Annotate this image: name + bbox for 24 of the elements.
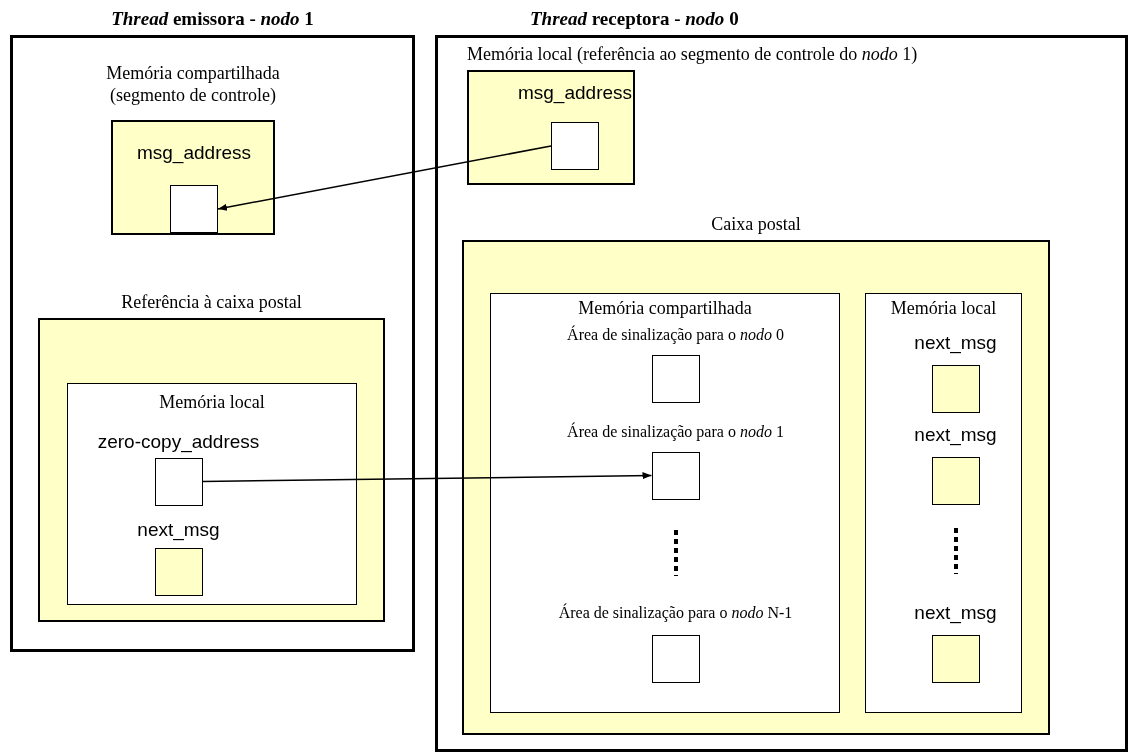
cell-label: msg_address (136, 141, 252, 165)
region-title: Memória local (159, 391, 265, 414)
memory-region (865, 293, 1022, 713)
cell-label: next_msg (914, 602, 997, 625)
region-title: Memória local (890, 297, 997, 320)
region-title: Memória compartilhada (segmento de controle) (105, 63, 281, 107)
cell-label: Área de sinalização para o nodo 1 (567, 422, 784, 442)
cell-label: next_msg (914, 332, 997, 355)
region-title: Thread emissora - nodo 1 (111, 8, 314, 31)
arrow (201, 472, 653, 483)
arrow (217, 145, 552, 211)
cell-label: Área de sinalização para o nodo N-1 (558, 603, 793, 623)
cell-label: Área de sinalização para o nodo 0 (567, 325, 784, 345)
memory-region (490, 293, 840, 713)
cell-label: msg_address (517, 81, 633, 105)
region-title: Thread receptora - nodo 0 (530, 8, 739, 31)
cell-label: zero-copy_address (97, 431, 260, 454)
cell-label: next_msg (914, 424, 997, 447)
region-title: Memória local (referência ao segmento de controle do nodo 1) (467, 44, 918, 66)
region-title: Caixa postal (711, 214, 801, 236)
region-title: Referência à caixa postal (121, 292, 302, 314)
region-title: Memória compartilhada (578, 297, 752, 320)
memory-region (67, 383, 357, 605)
cell-label: next_msg (137, 519, 220, 542)
